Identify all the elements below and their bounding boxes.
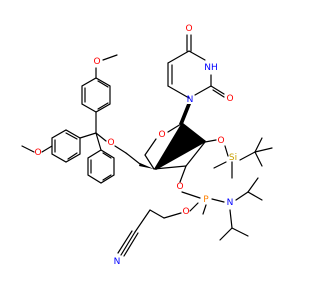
methoxy-top-oxygen-label: O bbox=[93, 57, 100, 67]
trityl-center bbox=[79, 111, 102, 151]
carbonyl-oxygen-right-label: O bbox=[226, 94, 233, 104]
sugar-ring bbox=[144, 123, 206, 170]
phosphite-oxygen-left-label: O bbox=[182, 207, 189, 217]
methoxyphenyl-top bbox=[81, 54, 118, 113]
phosphorus-label: P bbox=[203, 195, 209, 205]
phosphoramidite bbox=[179, 165, 263, 241]
phosphite-oxygen-right-label: O bbox=[176, 182, 183, 192]
atom-labels: O O O O O Si O O P N N NH N O O bbox=[34, 24, 237, 267]
amine-nitrogen-label: N bbox=[227, 198, 234, 208]
cyanoethyl-chain bbox=[117, 209, 182, 257]
molecule-diagram: O O O O O Si O O P N N NH N O O bbox=[21, 24, 273, 267]
uracil-n1-label: N bbox=[187, 95, 194, 105]
structure-drawing: O O O O O Si O O P N N NH N O O bbox=[21, 24, 273, 267]
methoxyphenyl-left bbox=[21, 129, 81, 163]
ether-oxygen-label: O bbox=[107, 138, 114, 148]
dmt-linker bbox=[95, 132, 154, 169]
uracil-nh-label: NH bbox=[204, 63, 218, 73]
ring-oxygen-label: O bbox=[158, 130, 165, 140]
phenyl-ring bbox=[87, 149, 115, 184]
nitrile-nitrogen-label: N bbox=[114, 257, 121, 267]
silicon-label: Si bbox=[229, 153, 237, 163]
silyl-oxygen-label: O bbox=[217, 136, 224, 146]
tbs-group bbox=[204, 137, 273, 179]
methoxy-left-oxygen-label: O bbox=[34, 148, 41, 158]
glycosidic-bond bbox=[179, 104, 191, 124]
carbonyl-oxygen-top-label: O bbox=[185, 24, 192, 34]
uracil-ring bbox=[167, 34, 225, 99]
